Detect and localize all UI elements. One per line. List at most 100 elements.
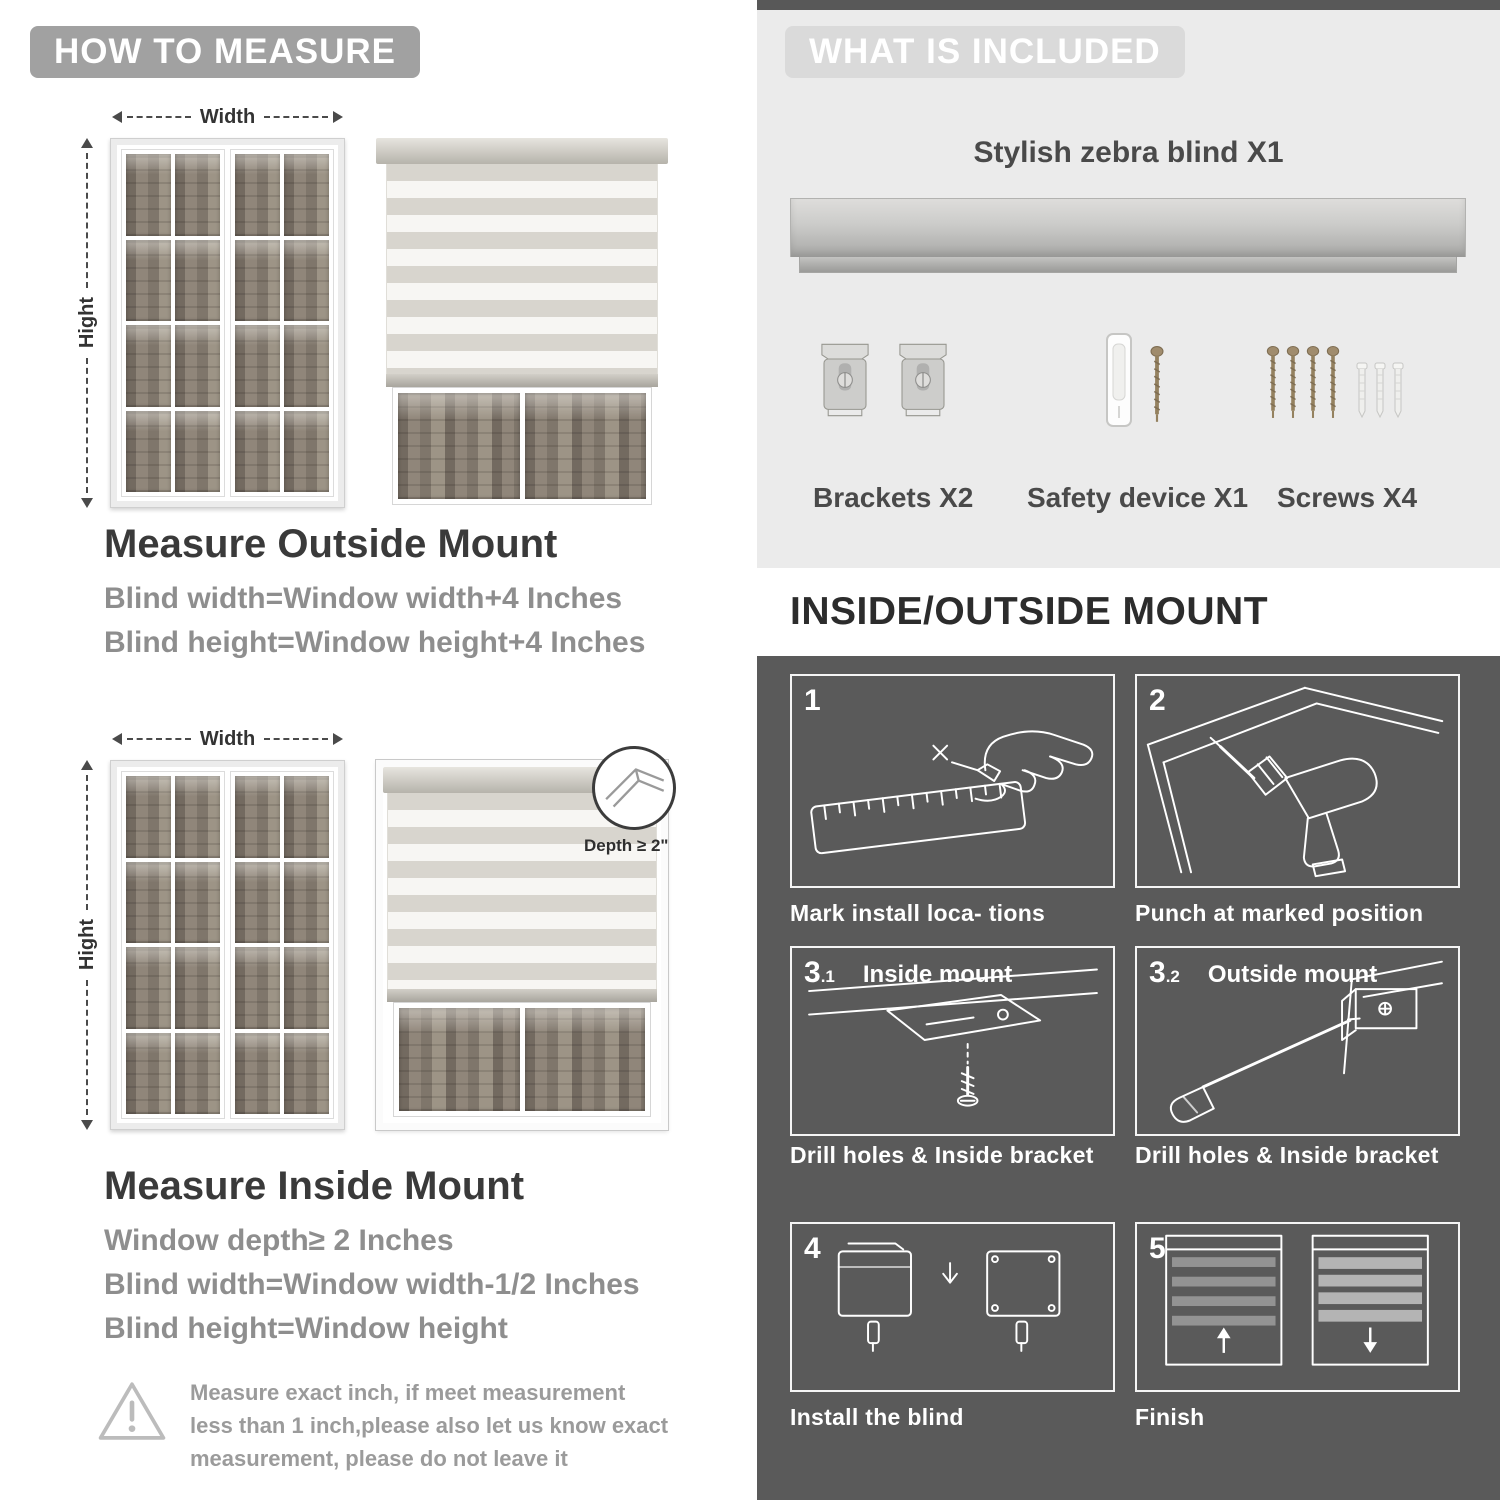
window-illustration: [110, 138, 345, 508]
dashed-line: [264, 116, 329, 118]
arrowhead-down-icon: [81, 498, 93, 508]
step-number: 5: [1149, 1232, 1166, 1266]
window-pane: [235, 239, 280, 321]
window-pane: [126, 861, 171, 943]
window-pane: [284, 861, 329, 943]
window-pane: [175, 776, 220, 858]
height-arrow: Hight: [76, 760, 98, 1130]
window-pane: [399, 1008, 520, 1111]
arrowhead-right-icon: [333, 111, 344, 123]
height-arrow: Hight: [76, 138, 98, 508]
mount-steps-section: 1: [757, 656, 1500, 1500]
window-pane: [235, 861, 280, 943]
screw-icon: [1306, 346, 1320, 418]
what-is-included-section: WHAT IS INCLUDED Stylish zebra blind X1: [757, 10, 1500, 568]
warning-icon: [98, 1382, 166, 1440]
window-pane: [126, 776, 171, 858]
bracket-icon: [899, 343, 947, 417]
anchors-illustration: [1355, 360, 1405, 420]
depth-label: Depth ≥ 2": [584, 836, 669, 855]
headrail-lip: [799, 257, 1457, 273]
window-below-blind: [393, 1002, 651, 1117]
window-pane: [126, 154, 171, 236]
height-label: Hight: [75, 919, 98, 971]
dashed-line: [86, 775, 88, 911]
screws-illustration: [1265, 346, 1341, 420]
step-caption-1: Mark install loca- tions: [790, 900, 1046, 926]
window-casement: [121, 149, 225, 497]
screw-icon: [1266, 346, 1280, 418]
window-pane: [175, 947, 220, 1029]
step-caption-5: Finish: [1135, 1404, 1205, 1430]
step-subnumber-text: .2: [1165, 967, 1180, 986]
window-pane: [126, 410, 171, 492]
dashed-line: [127, 116, 191, 118]
dashed-line: [86, 357, 88, 493]
brackets-illustration: [813, 338, 955, 422]
dashed-line: [264, 738, 329, 740]
window-illustration: [110, 760, 345, 1130]
step-caption-2: Punch at marked position: [1135, 900, 1424, 926]
window-pane: [284, 410, 329, 492]
step-number: 2: [1149, 684, 1166, 718]
blind-bottomrail: [386, 374, 658, 387]
height-label: Hight: [75, 297, 98, 349]
blind-headrail: [376, 138, 668, 164]
step-caption-4: Install the blind: [790, 1404, 964, 1430]
zebra-blind-illustration: [375, 759, 669, 1131]
how-to-measure-header: HOW TO MEASURE: [30, 26, 420, 78]
window-pane: [235, 154, 280, 236]
arrowhead-down-icon: [81, 1120, 93, 1130]
step-subnumber-text: .1: [820, 967, 835, 986]
window-pane: [126, 1032, 171, 1114]
safety-device-label: Safety device X1: [1027, 482, 1249, 513]
window-pane: [524, 393, 646, 499]
window-pane: [398, 393, 520, 499]
right-panel: WHAT IS INCLUDED Stylish zebra blind X1: [757, 0, 1500, 1500]
window-pane: [126, 325, 171, 407]
screw-icon: [1150, 346, 1164, 422]
window-pane: [235, 1032, 280, 1114]
width-arrow: Width: [112, 728, 344, 750]
window-pane: [284, 325, 329, 407]
drill-illustration: [1146, 686, 1444, 878]
window-casement: [230, 771, 334, 1119]
depth-detail-circle: [592, 746, 676, 830]
window-pane: [175, 325, 220, 407]
headrail-illustration: [790, 198, 1466, 273]
step-caption-3-1: Drill holes & Inside bracket: [790, 1142, 1094, 1168]
step-number: 1: [804, 684, 821, 718]
width-label: Width: [199, 105, 256, 128]
window-pane: [284, 947, 329, 1029]
screws-label: Screws X4: [1277, 482, 1418, 513]
inside-bracket-illustration: [808, 968, 1098, 1107]
dashed-line: [86, 979, 88, 1115]
step-number-text: 5: [1149, 1232, 1166, 1265]
blind-stripes: [386, 164, 658, 374]
step-number-text: 3: [804, 956, 821, 989]
safety-device-illustration: [1097, 332, 1165, 432]
arrowhead-left-icon: [112, 733, 122, 745]
window-pane: [235, 410, 280, 492]
arrowhead-up-icon: [81, 760, 93, 770]
window-casement: [121, 771, 225, 1119]
top-dark-strip: [757, 0, 1500, 10]
outside-mount-line1: Blind width=Window width+4 Inches: [104, 582, 623, 615]
window-pane: [175, 410, 220, 492]
window-pane: [175, 861, 220, 943]
step-number-text: 2: [1149, 684, 1166, 717]
wall-anchor-icon: [1392, 362, 1404, 419]
window-pane: [235, 776, 280, 858]
window-pane: [175, 1032, 220, 1114]
window-pane: [284, 239, 329, 321]
outside-mount-line2: Blind height=Window height+4 Inches: [104, 626, 646, 659]
dashed-line: [86, 153, 88, 289]
window-casement: [230, 149, 334, 497]
step-panel-2: 2: [1135, 674, 1460, 888]
blind-stripes: [387, 793, 657, 989]
outside-mount-title: Measure Outside Mount: [104, 522, 558, 566]
